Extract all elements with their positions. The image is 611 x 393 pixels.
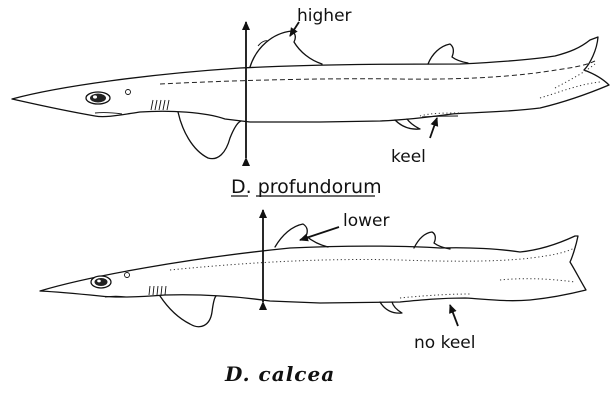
label-keel: keel bbox=[391, 147, 426, 167]
calcea-eye bbox=[91, 276, 111, 288]
lower-pointer bbox=[300, 227, 339, 240]
profundorum-pectoral-fin bbox=[178, 112, 241, 159]
profundorum-gill-slits bbox=[151, 100, 169, 110]
label-higher: higher bbox=[297, 6, 352, 26]
keel-pointer bbox=[430, 118, 437, 138]
calcea-gill-slits bbox=[149, 286, 166, 295]
calcea-first-dorsal-fin bbox=[275, 224, 328, 247]
calcea-body-outline bbox=[40, 236, 586, 303]
shark-profundorum bbox=[12, 31, 609, 159]
profundorum-eye bbox=[86, 92, 110, 104]
shark-calcea bbox=[40, 224, 586, 327]
profundorum-first-dorsal-fin bbox=[250, 31, 322, 67]
species-label-profundorum: D. profundorum bbox=[231, 176, 382, 198]
species-label-calcea: D. calcea bbox=[224, 362, 335, 386]
no-keel-pointer bbox=[450, 305, 458, 326]
calcea-pectoral-fin bbox=[160, 296, 216, 327]
calcea-pelvic-fin bbox=[380, 302, 402, 313]
label-lower: lower bbox=[343, 211, 389, 231]
label-no-keel: no keel bbox=[414, 333, 475, 353]
calcea-lateral-line bbox=[170, 246, 578, 270]
profundorum-body-outline bbox=[12, 37, 609, 122]
profundorum-second-dorsal-fin bbox=[428, 44, 468, 64]
